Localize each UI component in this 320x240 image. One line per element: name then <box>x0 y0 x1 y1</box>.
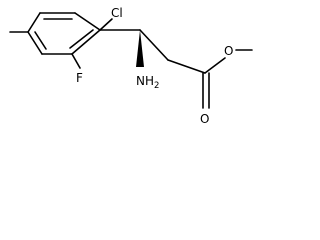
chlorine-label: Cl <box>111 6 123 20</box>
bond-carbonyl-carbon-to-ester-oxygen <box>204 57 226 74</box>
ester-oxygen-label: O <box>224 44 233 58</box>
amine-label-main: NH <box>136 74 154 88</box>
amine-label-subscript: 2 <box>154 81 159 91</box>
stereo-wedge-bond-to-amine <box>136 30 144 67</box>
ring-bond-c3-c4 <box>27 12 41 33</box>
bond-ring-to-fluorine <box>71 53 81 69</box>
chemical-structure-diagram: Cl F O O NH2 <box>9 6 253 126</box>
ring-double-bond-inner-3 <box>69 29 94 49</box>
ring-bond-c1-c2 <box>74 12 101 31</box>
ring-bond-c6-c1 <box>71 29 101 55</box>
ring-bond-c4-c5 <box>27 31 43 55</box>
bond-ring-to-chlorine <box>99 18 113 31</box>
carbonyl-oxygen-label: O <box>200 112 209 126</box>
bond-ch2-to-carbonyl-carbon <box>167 59 206 74</box>
fluorine-label: F <box>76 71 83 85</box>
bond-chiral-carbon-to-ch2 <box>139 29 169 61</box>
ring-double-bond-inner-2 <box>34 31 47 50</box>
benzene-ring <box>27 12 101 55</box>
amine-label: NH2 <box>136 74 159 91</box>
